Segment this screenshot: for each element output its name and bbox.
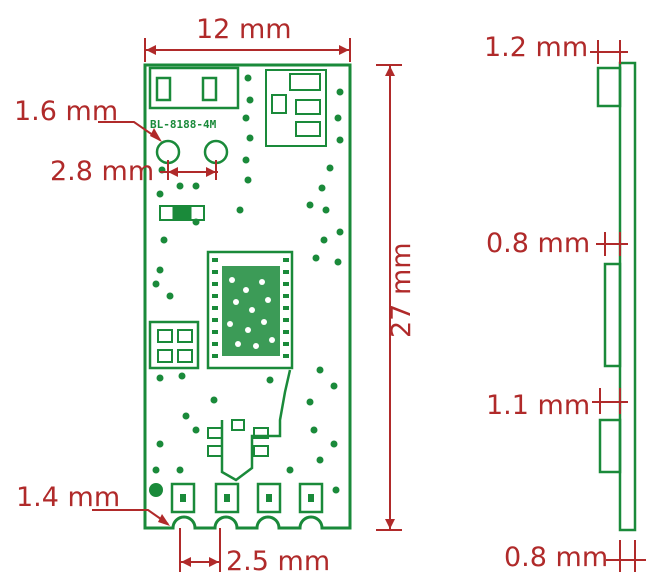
dim-hole-diameter: 1.6 mm [14, 96, 118, 127]
dimension-lines [92, 38, 646, 572]
antenna-trace [220, 369, 292, 482]
dim-pad-pitch: 2.5 mm [226, 546, 330, 577]
via-dots [152, 74, 344, 494]
left-square-component [148, 320, 200, 370]
edge-pad-3 [256, 482, 282, 514]
side-view-board [618, 61, 637, 532]
edge-pad-1 [170, 482, 196, 514]
dim-width: 12 mm [196, 14, 292, 45]
connector-pad-right [201, 76, 218, 102]
mounting-hole-left [155, 139, 181, 165]
mounting-hole-right [203, 139, 229, 165]
dim-side-upper: 0.8 mm [486, 228, 590, 259]
edge-pad-2 [214, 482, 240, 514]
dim-height: 27 mm [386, 242, 417, 338]
edge-pad-4 [298, 482, 324, 514]
top-connector [148, 66, 240, 110]
dim-pad-radius: 1.4 mm [16, 482, 120, 513]
dim-side-top: 1.2 mm [484, 32, 588, 63]
side-component-top [596, 66, 622, 108]
side-view [596, 61, 637, 532]
dim-side-lower: 1.1 mm [486, 390, 590, 421]
top-right-component [265, 69, 327, 147]
side-component-middle [603, 262, 622, 368]
side-component-bottom [598, 418, 622, 474]
dim-hole-spacing: 2.8 mm [50, 156, 154, 187]
silkscreen-label: BL-8188-4M [150, 118, 217, 131]
dim-side-bottom: 0.8 mm [504, 542, 608, 573]
main-chip [206, 250, 294, 370]
connector-pad-left [155, 76, 172, 102]
arrowheads [146, 45, 395, 567]
pcb-outline [143, 63, 352, 530]
front-view-board [143, 63, 352, 530]
